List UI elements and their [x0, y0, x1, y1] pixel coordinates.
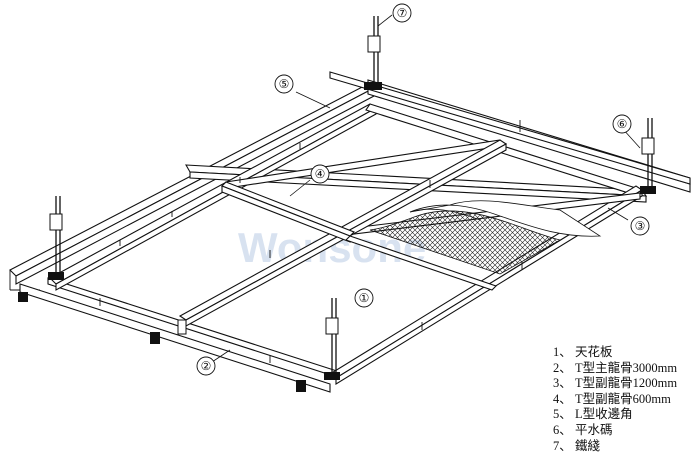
svg-text:②: ② — [201, 359, 212, 373]
cross-tee-600 — [221, 181, 498, 291]
svg-text:④: ④ — [315, 167, 326, 181]
callout-2: ② — [196, 356, 216, 376]
hanger-wire-back — [364, 16, 382, 90]
callout-5: ⑤ — [274, 74, 294, 94]
component-legend: 1、天花板 2、T型主龍骨3000mm 3、T型副龍骨1200mm 4、T型副龍… — [553, 345, 698, 454]
legend-item: 7、鐵綫 — [553, 438, 601, 453]
callout-3: ③ — [630, 216, 650, 236]
callout-7: ⑦ — [392, 3, 412, 23]
hanger-wire-front — [324, 298, 340, 380]
hanger-wire-left — [48, 196, 64, 280]
legend-item: 2、T型主龍骨3000mm — [553, 360, 678, 375]
callout-4: ④ — [310, 164, 330, 184]
svg-text:⑤: ⑤ — [279, 77, 290, 91]
legend-item: 3、T型副龍骨1200mm — [553, 376, 678, 391]
main-runner-back — [329, 71, 691, 185]
leveling-blocks — [18, 292, 306, 392]
callout-1: ① — [354, 288, 374, 308]
svg-text:①: ① — [359, 291, 370, 305]
callout-6: ⑥ — [612, 114, 632, 134]
slot-marks — [99, 120, 523, 363]
legend-item: 1、天花板 — [553, 345, 613, 359]
main-runner-front — [19, 277, 341, 393]
leader-lines — [211, 14, 641, 363]
svg-text:⑥: ⑥ — [617, 117, 628, 131]
hanger-wire-right — [640, 118, 656, 194]
svg-text:③: ③ — [635, 219, 646, 233]
legend-item: 5、L型收邊角 — [553, 407, 633, 422]
legend-item: 4、T型副龍骨600mm — [553, 391, 671, 406]
svg-text:⑦: ⑦ — [397, 6, 408, 20]
legend-item: 6、平水碼 — [553, 422, 613, 437]
ceiling-panel-cutaway — [369, 200, 602, 275]
